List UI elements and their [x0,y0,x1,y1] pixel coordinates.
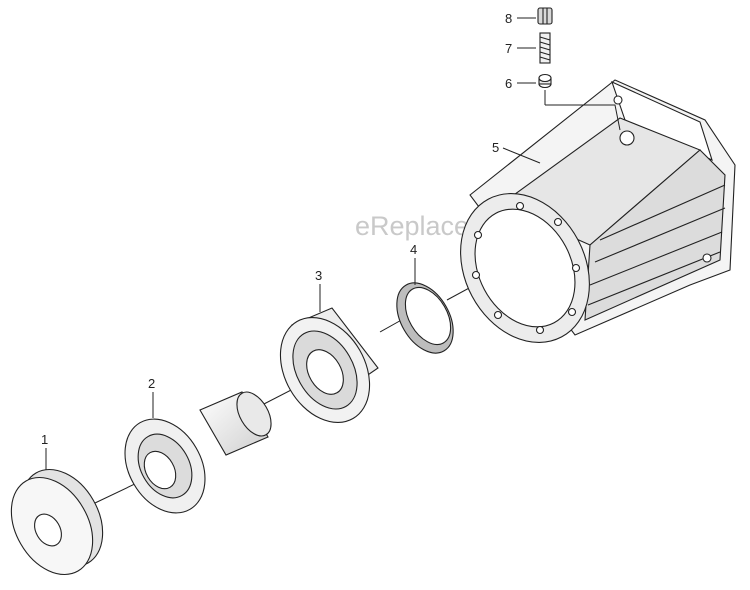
part-adjust-screw [537,7,553,25]
callout-6: 6 [505,76,512,91]
callout-3: 3 [315,268,322,283]
callout-7: 7 [505,41,512,56]
part-housing [460,79,736,343]
part-cap [10,468,104,576]
callout-4: 4 [410,242,417,257]
callout-2: 2 [148,376,155,391]
part-screw-stack [537,7,621,131]
callout-8: 8 [505,11,512,26]
callout-labels: 1 2 3 4 5 6 7 8 [41,11,512,447]
part-shaft-bushing [124,391,272,514]
part-bearing [279,307,379,424]
callout-5: 5 [492,140,499,155]
part-nut [538,73,552,89]
part-spring [539,32,551,64]
callout-1: 1 [41,432,48,447]
leader-lines [45,17,541,470]
part-seal-ring [396,282,454,354]
